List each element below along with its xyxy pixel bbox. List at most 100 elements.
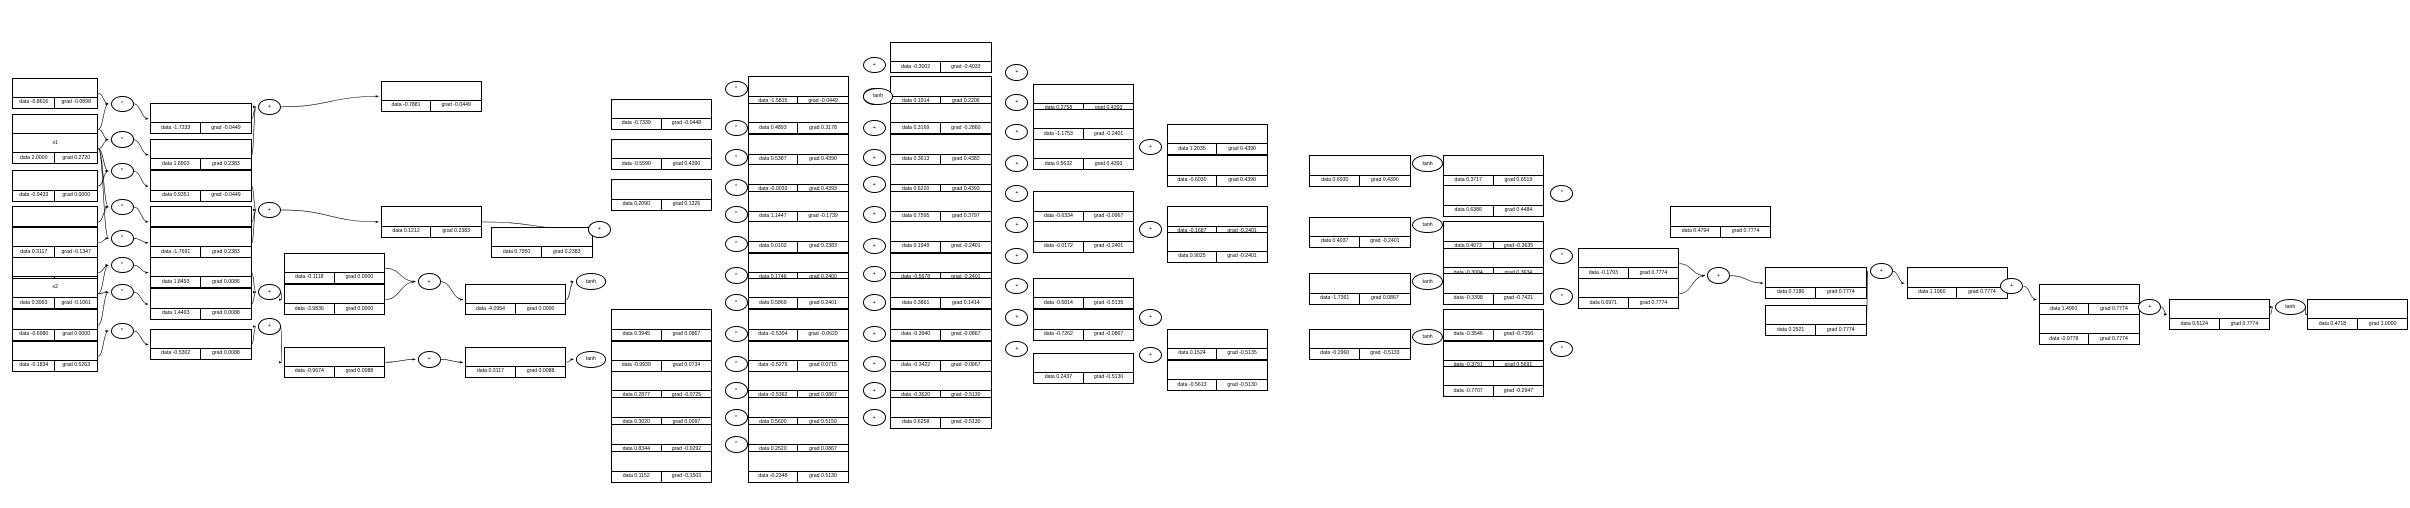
- op-node-add: +: [1005, 216, 1029, 234]
- value-node-fields: data -0.3791grad 0.5691: [1443, 360, 1544, 372]
- op-node-mul: *: [724, 236, 748, 253]
- op-node-mul: *: [110, 198, 134, 216]
- value-node-label: [749, 279, 848, 297]
- value-node-grad: grad 0.0088: [212, 310, 240, 317]
- value-node-data: data 1.1447: [749, 211, 799, 222]
- value-node-grad: grad -0.1347: [61, 248, 91, 255]
- value-node-grad: grad -0.0449: [808, 97, 838, 104]
- op-node-add: +: [1138, 346, 1162, 364]
- value-node-label: [749, 135, 848, 153]
- value-node-grad: grad 0.2383: [809, 242, 837, 249]
- value-node-data: data 0.6971: [1579, 298, 1629, 309]
- op-node-tanh: tanh: [1412, 328, 1443, 346]
- op-node-add: +: [257, 283, 281, 301]
- value-node-data: data -0.7339: [612, 118, 662, 129]
- value-node-data: data 0.7950: [492, 247, 542, 258]
- value-node-data: data 0.4718: [2308, 319, 2358, 330]
- value-node-data: data -0.1687: [1168, 226, 1218, 237]
- value-node-label: [612, 398, 711, 416]
- value-node-data: data -0.3546: [1444, 329, 1494, 340]
- op-node-add: +: [1138, 309, 1162, 326]
- value-node-label: [749, 104, 848, 122]
- value-node-data: data 0.1152: [612, 471, 662, 482]
- value-node-label: [1168, 361, 1267, 379]
- value-node-grad: grad -0.0725: [671, 392, 702, 399]
- value-node-data: data -0.3620: [891, 390, 941, 401]
- value-node-data: data -0.3398: [1444, 293, 1494, 304]
- value-node-data: data 0.0102: [749, 241, 799, 252]
- value-node-grad: grad -0.1061: [61, 299, 91, 306]
- value-node-grad: grad 0.5130: [809, 472, 837, 479]
- value-node-data: data 0.5124: [2170, 319, 2220, 330]
- value-node-data: data 2.0000: [13, 153, 56, 164]
- value-node-grad: grad 0.2400: [798, 273, 848, 283]
- value-node-grad: grad 0.0000: [62, 331, 91, 338]
- value-node-data: data -0.5814: [1034, 298, 1084, 309]
- value-node-label: [891, 372, 990, 390]
- value-node-label: [1908, 268, 2007, 286]
- op-node-mul: *: [724, 267, 748, 284]
- op-node-tanh: tanh: [575, 273, 607, 290]
- value-node-label: [612, 452, 711, 470]
- value-node-label: [13, 258, 97, 276]
- value-node-data: data -0.2348: [749, 471, 799, 482]
- op-node-add: +: [1869, 262, 1893, 280]
- value-node-grad: grad -0.2401: [1217, 227, 1267, 237]
- value-node-data: data -0.3422: [891, 361, 941, 372]
- op-node-add: +: [257, 98, 281, 116]
- value-node-data: data 0.6220: [891, 184, 941, 195]
- value-node-data: data -0.1118: [285, 272, 335, 283]
- op-node-tanh: tanh: [862, 88, 894, 105]
- value-node-data: data 0.5600: [749, 417, 799, 428]
- op-node-add: +: [1005, 340, 1029, 358]
- value-node-label: [749, 165, 848, 183]
- value-node-label: [749, 254, 848, 272]
- value-node-label: [1444, 222, 1543, 240]
- op-node-tanh: tanh: [2274, 298, 2306, 316]
- op-node-add: +: [1005, 124, 1029, 141]
- value-node-grad: grad 0.5263: [62, 362, 91, 369]
- value-node-data: data -0.9778: [2040, 334, 2090, 345]
- value-node-label: [749, 452, 848, 470]
- op-node-add: +: [1005, 155, 1029, 172]
- value-node-grad: grad 0.2383: [552, 248, 581, 255]
- value-node-grad: grad 0.4393: [809, 186, 837, 193]
- op-node-add: +: [417, 273, 441, 290]
- value-node-grad: grad -0.5130: [951, 392, 981, 399]
- value-node-data: data -0.5613: [1168, 380, 1218, 391]
- value-node-fields: data 0.1746grad 0.2400: [748, 271, 848, 283]
